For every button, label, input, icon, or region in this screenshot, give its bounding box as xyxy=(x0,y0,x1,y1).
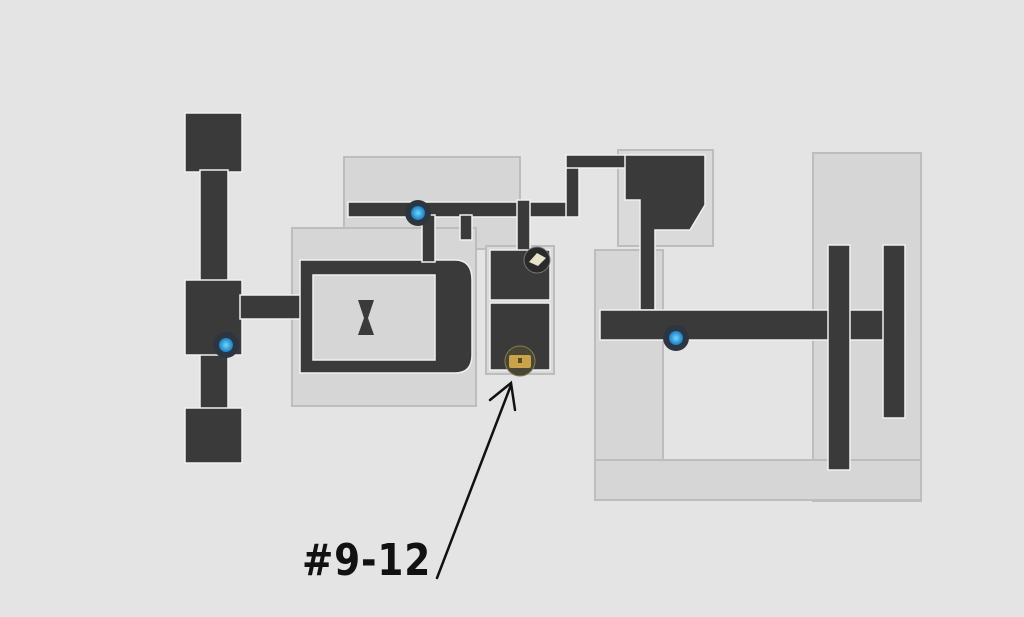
space-anchor-icon xyxy=(219,338,233,352)
inner-room-details xyxy=(358,300,374,335)
treasure-chest-marker[interactable] xyxy=(504,345,536,377)
teleport-anchor-west[interactable] xyxy=(213,332,239,358)
space-anchor-icon xyxy=(669,331,683,345)
annotation-arrow xyxy=(435,380,517,580)
teleport-anchor-north[interactable] xyxy=(405,200,431,226)
teleport-anchor-east[interactable] xyxy=(663,325,689,351)
enemy-icon xyxy=(529,253,546,266)
space-anchor-icon xyxy=(411,206,425,220)
annotation-label: #9-12 xyxy=(302,535,432,586)
enemy-marker[interactable] xyxy=(523,246,551,274)
